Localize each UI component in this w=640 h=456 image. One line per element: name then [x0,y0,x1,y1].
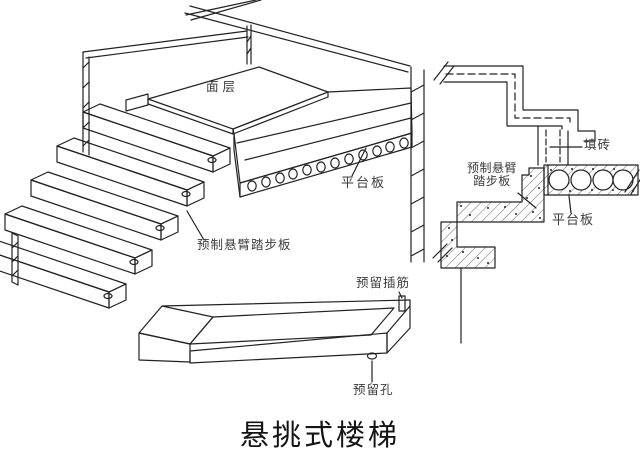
finish-layer-band [433,61,596,142]
isometric-staircase-drawing [0,0,425,309]
leader-reserved-dowel [398,291,403,299]
label-precast-step-right-line2: 踏步板 [473,174,511,189]
hollow-core-holes [247,137,409,192]
aggregate-dots [550,168,634,192]
section-detail-drawing [432,61,640,344]
concrete-dots [446,175,541,264]
back-wall-top-edges [184,0,411,73]
leader-precast-step-left [186,210,205,241]
platform-slab-section [543,164,640,196]
label-precast-step-right-line1: 预制悬臂 [467,161,518,175]
label-reserved-hole: 预留孔 [353,383,394,397]
cantilever-steps [0,93,231,309]
right-wall [410,66,425,263]
landing-slab [147,66,329,135]
precast-step-section [432,167,545,344]
platform-slab [232,87,413,198]
label-brick-infill: 填砖 [584,138,612,152]
wall-corner [246,24,252,65]
label-precast-step-right: 预制悬臂 踏步板 [467,161,518,189]
leader-precast-step-right [517,192,537,209]
left-wall [82,30,249,156]
reserved-hole [366,352,378,360]
label-precast-step-left: 预制悬臂踏步板 [197,238,292,252]
page-title: 悬挑式楼梯 [239,420,400,452]
leader-platform-slab-left [351,147,367,177]
stair-end-piece [11,232,19,286]
brick-infill-column [537,125,569,166]
reserved-dowel-bar [398,295,406,312]
label-platform-slab-left: 平台板 [341,175,387,190]
label-reserved-dowel: 预留插筋 [356,276,411,290]
leader-platform-slab-right [568,195,572,214]
label-platform-slab-right: 平台板 [552,212,595,227]
step-unit-detail-drawing [138,291,411,383]
label-surface-layer: 面层 [206,80,240,94]
